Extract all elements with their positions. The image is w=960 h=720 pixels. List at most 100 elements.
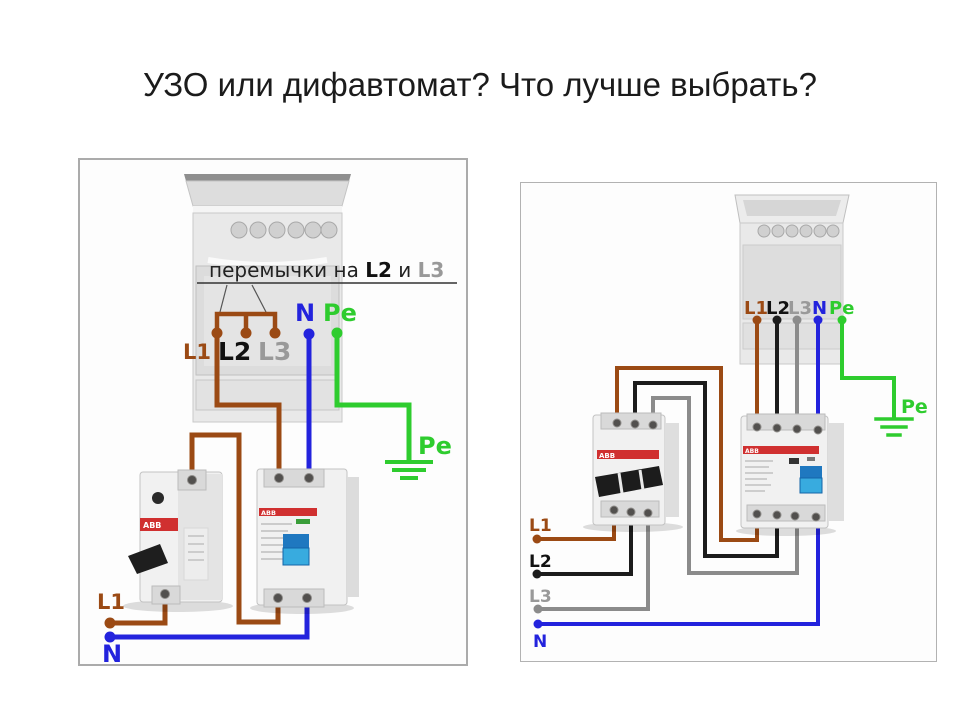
- circuit-breaker-3pole: ABB: [583, 412, 683, 532]
- stove-terminal-labels: L1 L2 L3 N Pe: [744, 298, 854, 319]
- label-l1: L1: [183, 340, 211, 364]
- rcd-toggle-bottom: [282, 547, 310, 566]
- terminal-dot-l2: [240, 327, 252, 339]
- note-pointer-left: [219, 284, 228, 313]
- rcd-bottom-hole-2: [772, 510, 782, 520]
- label-l2: L2: [766, 298, 790, 319]
- label-l1: L1: [744, 298, 768, 319]
- breaker-brand-logo: ABB: [143, 521, 161, 530]
- rcd-bottom-hole-l: [273, 593, 283, 603]
- jumper-note: перемычки на L2 и L3: [197, 258, 457, 313]
- label-pe: Pe: [829, 298, 854, 319]
- stove-terminal-labels: L1 L2 L3 N Pe: [183, 299, 357, 366]
- lever-gap-2: [638, 469, 645, 491]
- stove-knobs: [757, 224, 840, 238]
- input-label-n: N: [533, 632, 547, 652]
- rcd-bottom-hole-n: [302, 593, 312, 603]
- stove-knobs: [230, 221, 338, 239]
- stove-cooktop: [185, 180, 350, 207]
- terminal-dot-l3: [269, 327, 281, 339]
- breaker-bottom-hole-2: [626, 507, 636, 517]
- label-pe: Pe: [323, 299, 357, 327]
- input-labels: L1 L2 L3 N: [529, 516, 552, 652]
- wire-l1-breaker-to-rcd: [615, 366, 759, 542]
- wire-l2-input: [535, 510, 633, 576]
- oven-door: [742, 244, 842, 320]
- input-label-n: N: [102, 640, 122, 664]
- breaker-knockout: [152, 492, 164, 504]
- rcd-2pole: ABB: [250, 468, 359, 614]
- label-l2: L2: [218, 337, 251, 366]
- breaker-top-hole-1: [612, 418, 622, 428]
- rcd-toggle-top: [283, 534, 309, 548]
- stove-illustration: [184, 174, 351, 423]
- rcd-indicator: [807, 457, 815, 461]
- rcd-top-terminals: [746, 413, 826, 431]
- wire-pe-stove-to-ground: [840, 318, 896, 419]
- wire-n-input-to-rcd: [107, 595, 310, 640]
- breaker-red-band: [597, 450, 659, 459]
- breaker-brand-logo: ABB: [599, 452, 615, 460]
- rcd-top-hole-3: [792, 424, 802, 434]
- breaker-spec-lines: [188, 535, 204, 561]
- rcd-indicator: [296, 519, 310, 524]
- rcd-side-fin: [828, 423, 844, 521]
- rcd-top-hole-2: [772, 423, 782, 433]
- stove-illustration-small: [734, 194, 850, 365]
- jumper-note-text: перемычки на L2 и L3: [209, 258, 444, 282]
- rcd-side-fin: [347, 477, 359, 597]
- lever-gap-1: [617, 472, 624, 494]
- rcd-test-button: [789, 458, 799, 464]
- input-label-l1: L1: [97, 590, 125, 614]
- breaker-red-band: [140, 518, 178, 531]
- breaker-top-hole: [187, 475, 197, 485]
- label-n: N: [812, 298, 827, 319]
- rcd-red-band: [259, 508, 317, 516]
- rcd-bottom-hole-3: [790, 511, 800, 521]
- wire-l1-stove-to-rcd: [214, 330, 282, 479]
- breaker-side-fin: [665, 423, 679, 517]
- rcd-bottom-hole-4: [811, 512, 821, 522]
- ground-label: Pe: [418, 432, 452, 460]
- rcd-brand-logo: ABB: [261, 509, 276, 517]
- rcd-toggle-bottom: [799, 477, 823, 494]
- rcd-red-band: [743, 446, 819, 454]
- rcd-spec-lines: [745, 460, 773, 492]
- rcd-toggle-top: [800, 466, 822, 478]
- circuit-breaker-1pole: ABB: [123, 469, 233, 612]
- stove-drawer: [742, 322, 842, 350]
- breaker-bottom-hole-1: [609, 505, 619, 515]
- breaker-toggle-levers: [595, 466, 663, 497]
- rcd-top-terminals: [263, 468, 325, 488]
- rcd-top-hole-1: [752, 422, 762, 432]
- wire-breaker-to-rcd: [189, 432, 281, 625]
- breaker-shadow: [123, 600, 233, 612]
- rcd-brand-logo: ABB: [745, 448, 759, 455]
- breaker-top-hole-3: [648, 420, 658, 430]
- input-label-l3: L3: [529, 587, 552, 607]
- breaker-toggle-lever: [128, 544, 168, 574]
- rcd-top-hole-n: [304, 473, 314, 483]
- rcd-bottom-terminals: [746, 504, 826, 522]
- breaker-bottom-hole: [160, 589, 170, 599]
- wire-l2-breaker-to-rcd: [633, 381, 779, 558]
- ground-symbol-icon: [874, 417, 914, 437]
- rcd-top-hole-l: [274, 473, 284, 483]
- wire-n-input-to-rcd: [536, 515, 820, 626]
- ground-label: Pe: [901, 396, 928, 418]
- breaker-bottom-hole-3: [643, 508, 653, 518]
- wire-pe-stove-to-ground: [334, 330, 412, 463]
- right-wiring-panel: L1 L2 L3 N Pe Pe: [520, 182, 937, 662]
- input-label-l2: L2: [529, 552, 552, 572]
- label-l3: L3: [258, 337, 291, 366]
- wire-l3-input: [536, 511, 650, 611]
- label-n: N: [295, 299, 315, 327]
- page-title: УЗО или дифавтомат? Что лучше выбрать?: [143, 66, 817, 103]
- input-label-l1: L1: [529, 516, 552, 536]
- breaker-top-hole-2: [630, 419, 640, 429]
- rcd-top-hole-4: [813, 425, 823, 435]
- left-wiring-diagram: перемычки на L2 и L3 L1 L2 L3 N Pe: [97, 174, 457, 664]
- stove-back-rim: [184, 174, 351, 181]
- oven-handle: [207, 257, 328, 268]
